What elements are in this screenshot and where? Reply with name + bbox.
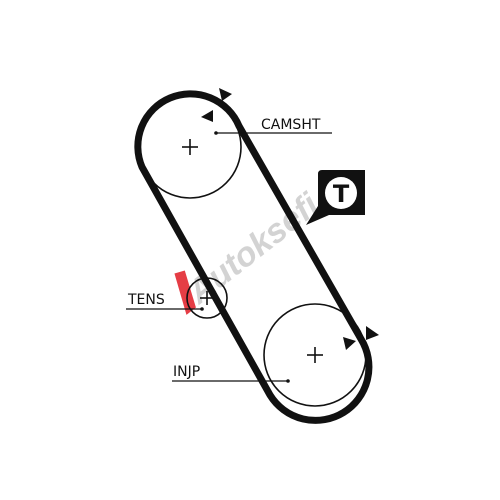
arrow-triangle-icon xyxy=(219,88,232,101)
injection-pump-label: INJP xyxy=(173,364,200,380)
camshaft-pulley xyxy=(138,95,242,199)
tensioner-label: TENS xyxy=(127,292,165,308)
tensioner-badge: T xyxy=(306,170,365,225)
arrow-triangle-icon xyxy=(366,326,379,340)
plus-icon xyxy=(182,139,198,155)
plus-icon xyxy=(200,291,214,305)
tensioner-pulley xyxy=(186,277,228,319)
watermark-accent-mark xyxy=(174,270,196,315)
badge-letter: T xyxy=(333,180,350,208)
camshaft-leader-dot xyxy=(214,131,218,135)
badge-circle xyxy=(325,177,357,209)
tensioner-leader-dot xyxy=(200,307,204,311)
arrow-triangle-icon xyxy=(343,337,356,350)
injection-pump-leader-dot xyxy=(286,379,290,383)
timing-belt xyxy=(134,90,373,424)
plus-icon xyxy=(307,347,323,363)
camshaft-label: CAMSHT xyxy=(261,117,321,133)
arrow-triangle-icon xyxy=(201,110,213,122)
injection-pump-pulley xyxy=(263,303,367,407)
